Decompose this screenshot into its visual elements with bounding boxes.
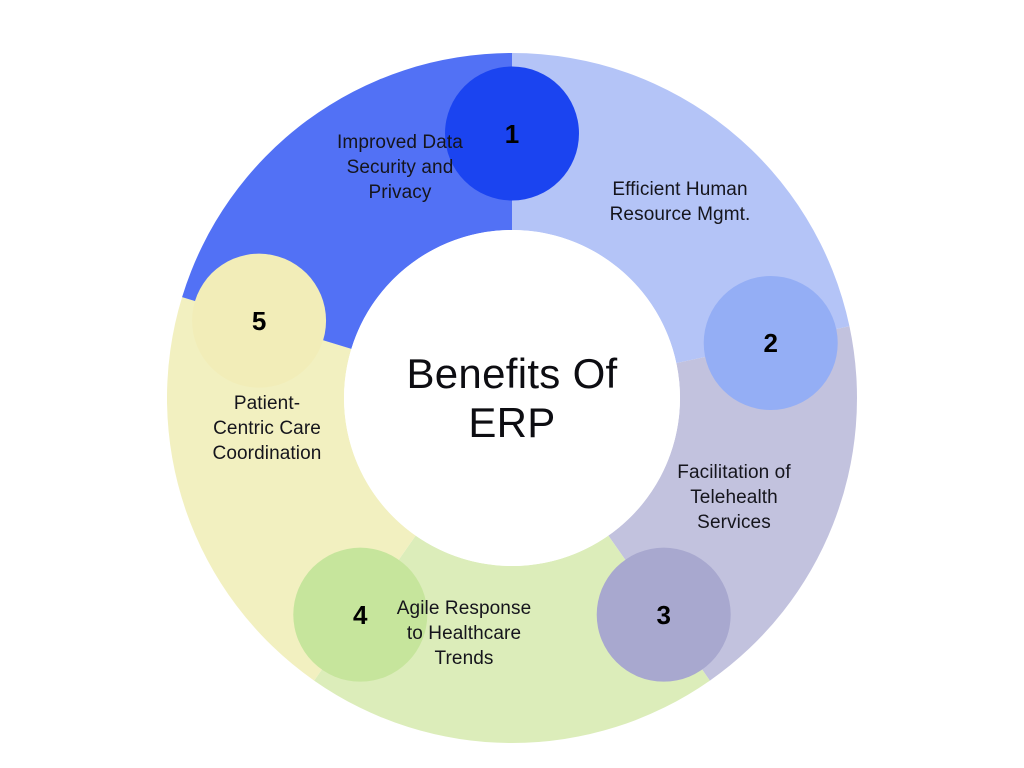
badge-circle-group: [192, 66, 838, 682]
badge-number-1: 1: [504, 118, 520, 149]
badge-number-2: 2: [763, 328, 778, 358]
badge-circle-4[interactable]: [293, 547, 428, 682]
badge-circle-1[interactable]: [445, 66, 579, 201]
badge-circle-5[interactable]: [192, 253, 327, 388]
badge-number-4: 4: [353, 599, 368, 630]
badge-circle-2[interactable]: [703, 276, 838, 411]
center-hub: Benefits Of ERP: [344, 230, 680, 566]
badge-circle-3[interactable]: [596, 547, 731, 682]
badge-number-5: 5: [251, 305, 267, 336]
page-title: Benefits Of ERP: [406, 350, 618, 446]
badge-number-3: 3: [656, 599, 671, 630]
